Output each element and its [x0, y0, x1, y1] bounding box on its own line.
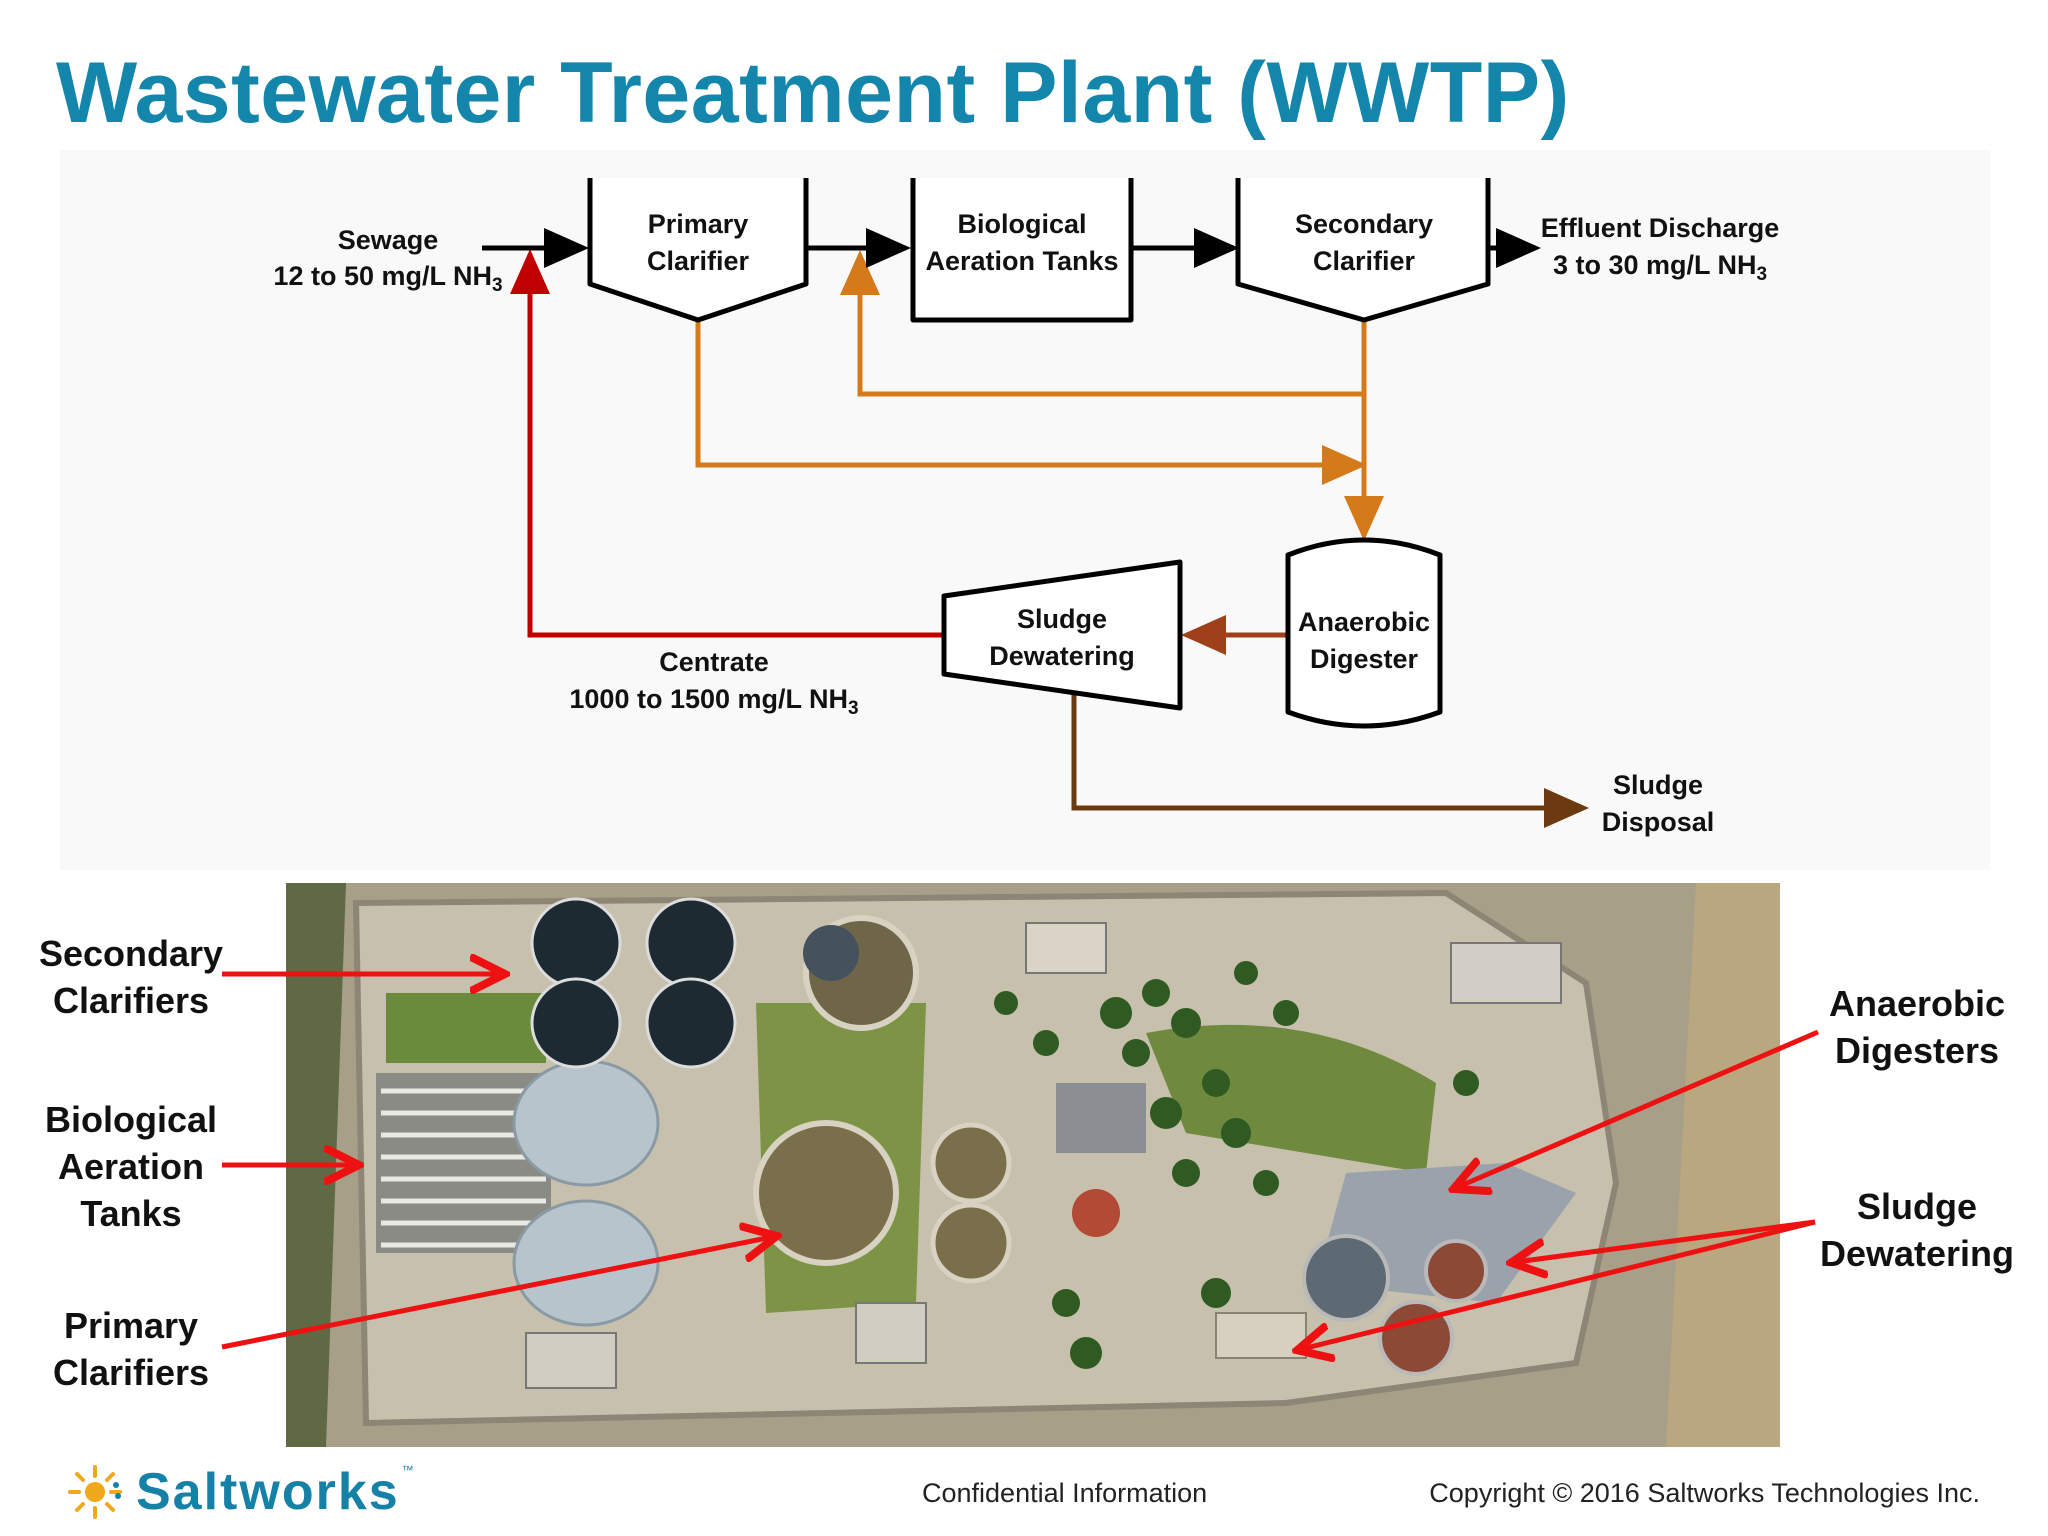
- aeration-tanks-label-2: Aeration Tanks: [925, 246, 1118, 276]
- callout-anaerobic-digesters: Anaerobic Digesters: [1828, 983, 2006, 1071]
- aerial-photo: [286, 883, 1780, 1447]
- return-activated-sludge-line: [840, 250, 1364, 397]
- primary-sludge-line: [695, 320, 1367, 485]
- sludge-disposal-line: [1071, 694, 1589, 828]
- effluent-concentration: 3 to 30 mg/L NH3: [1553, 250, 1767, 285]
- digester-label-2: Digester: [1310, 644, 1419, 674]
- sewage-label: Sewage: [338, 225, 439, 255]
- disposal-label-2: Disposal: [1602, 807, 1715, 837]
- primary-clarifier-label-1: Primary: [648, 209, 749, 239]
- anaerobic-digester-shape: [1285, 537, 1443, 729]
- secondary-clarifier-label-2: Clarifier: [1313, 246, 1416, 276]
- callout-aeration-tanks: Biological Aeration Tanks: [44, 1099, 218, 1234]
- aeration-tanks-label-1: Biological: [957, 209, 1086, 239]
- primary-clarifier-label-2: Clarifier: [647, 246, 750, 276]
- sewage-concentration: 12 to 50 mg/L NH3: [273, 261, 502, 296]
- secondary-clarifier-shape: [1235, 178, 1491, 323]
- copyright-notice: Copyright © 2016 Saltworks Technologies …: [1429, 1478, 1980, 1508]
- centrate-label: Centrate: [659, 647, 769, 677]
- page-title: Wastewater Treatment Plant (WWTP): [56, 45, 1570, 141]
- logo-wordmark: Saltworks: [136, 1463, 400, 1521]
- confidential-notice: Confidential Information: [922, 1478, 1208, 1508]
- centrate-concentration: 1000 to 1500 mg/L NH3: [569, 684, 858, 719]
- digester-label-1: Anaerobic: [1298, 607, 1430, 637]
- sludge-dewatering-shape: [941, 559, 1183, 711]
- secondary-clarifier-label-1: Secondary: [1295, 209, 1433, 239]
- callout-sludge-dewatering: Sludge Dewatering: [1819, 1186, 2015, 1274]
- callout-primary-clarifiers: Primary Clarifiers: [52, 1305, 210, 1393]
- effluent-label: Effluent Discharge: [1541, 213, 1780, 243]
- saltworks-logo: Saltworks ™: [66, 1462, 414, 1522]
- callout-secondary-clarifiers: Secondary Clarifiers: [38, 933, 224, 1021]
- dewatering-label-2: Dewatering: [989, 641, 1135, 671]
- primary-clarifier-shape: [587, 178, 809, 323]
- trademark-mark: ™: [401, 1463, 414, 1477]
- centrate-recycle-line: [510, 249, 944, 638]
- sun-logo-icon: [68, 1465, 122, 1519]
- process-flow-diagram: Sewage 12 to 50 mg/L NH3 Primary Clarifi…: [273, 178, 1780, 837]
- aeration-tanks-shape: [910, 178, 1134, 323]
- disposal-label-1: Sludge: [1613, 770, 1703, 800]
- dewatering-label-1: Sludge: [1017, 604, 1107, 634]
